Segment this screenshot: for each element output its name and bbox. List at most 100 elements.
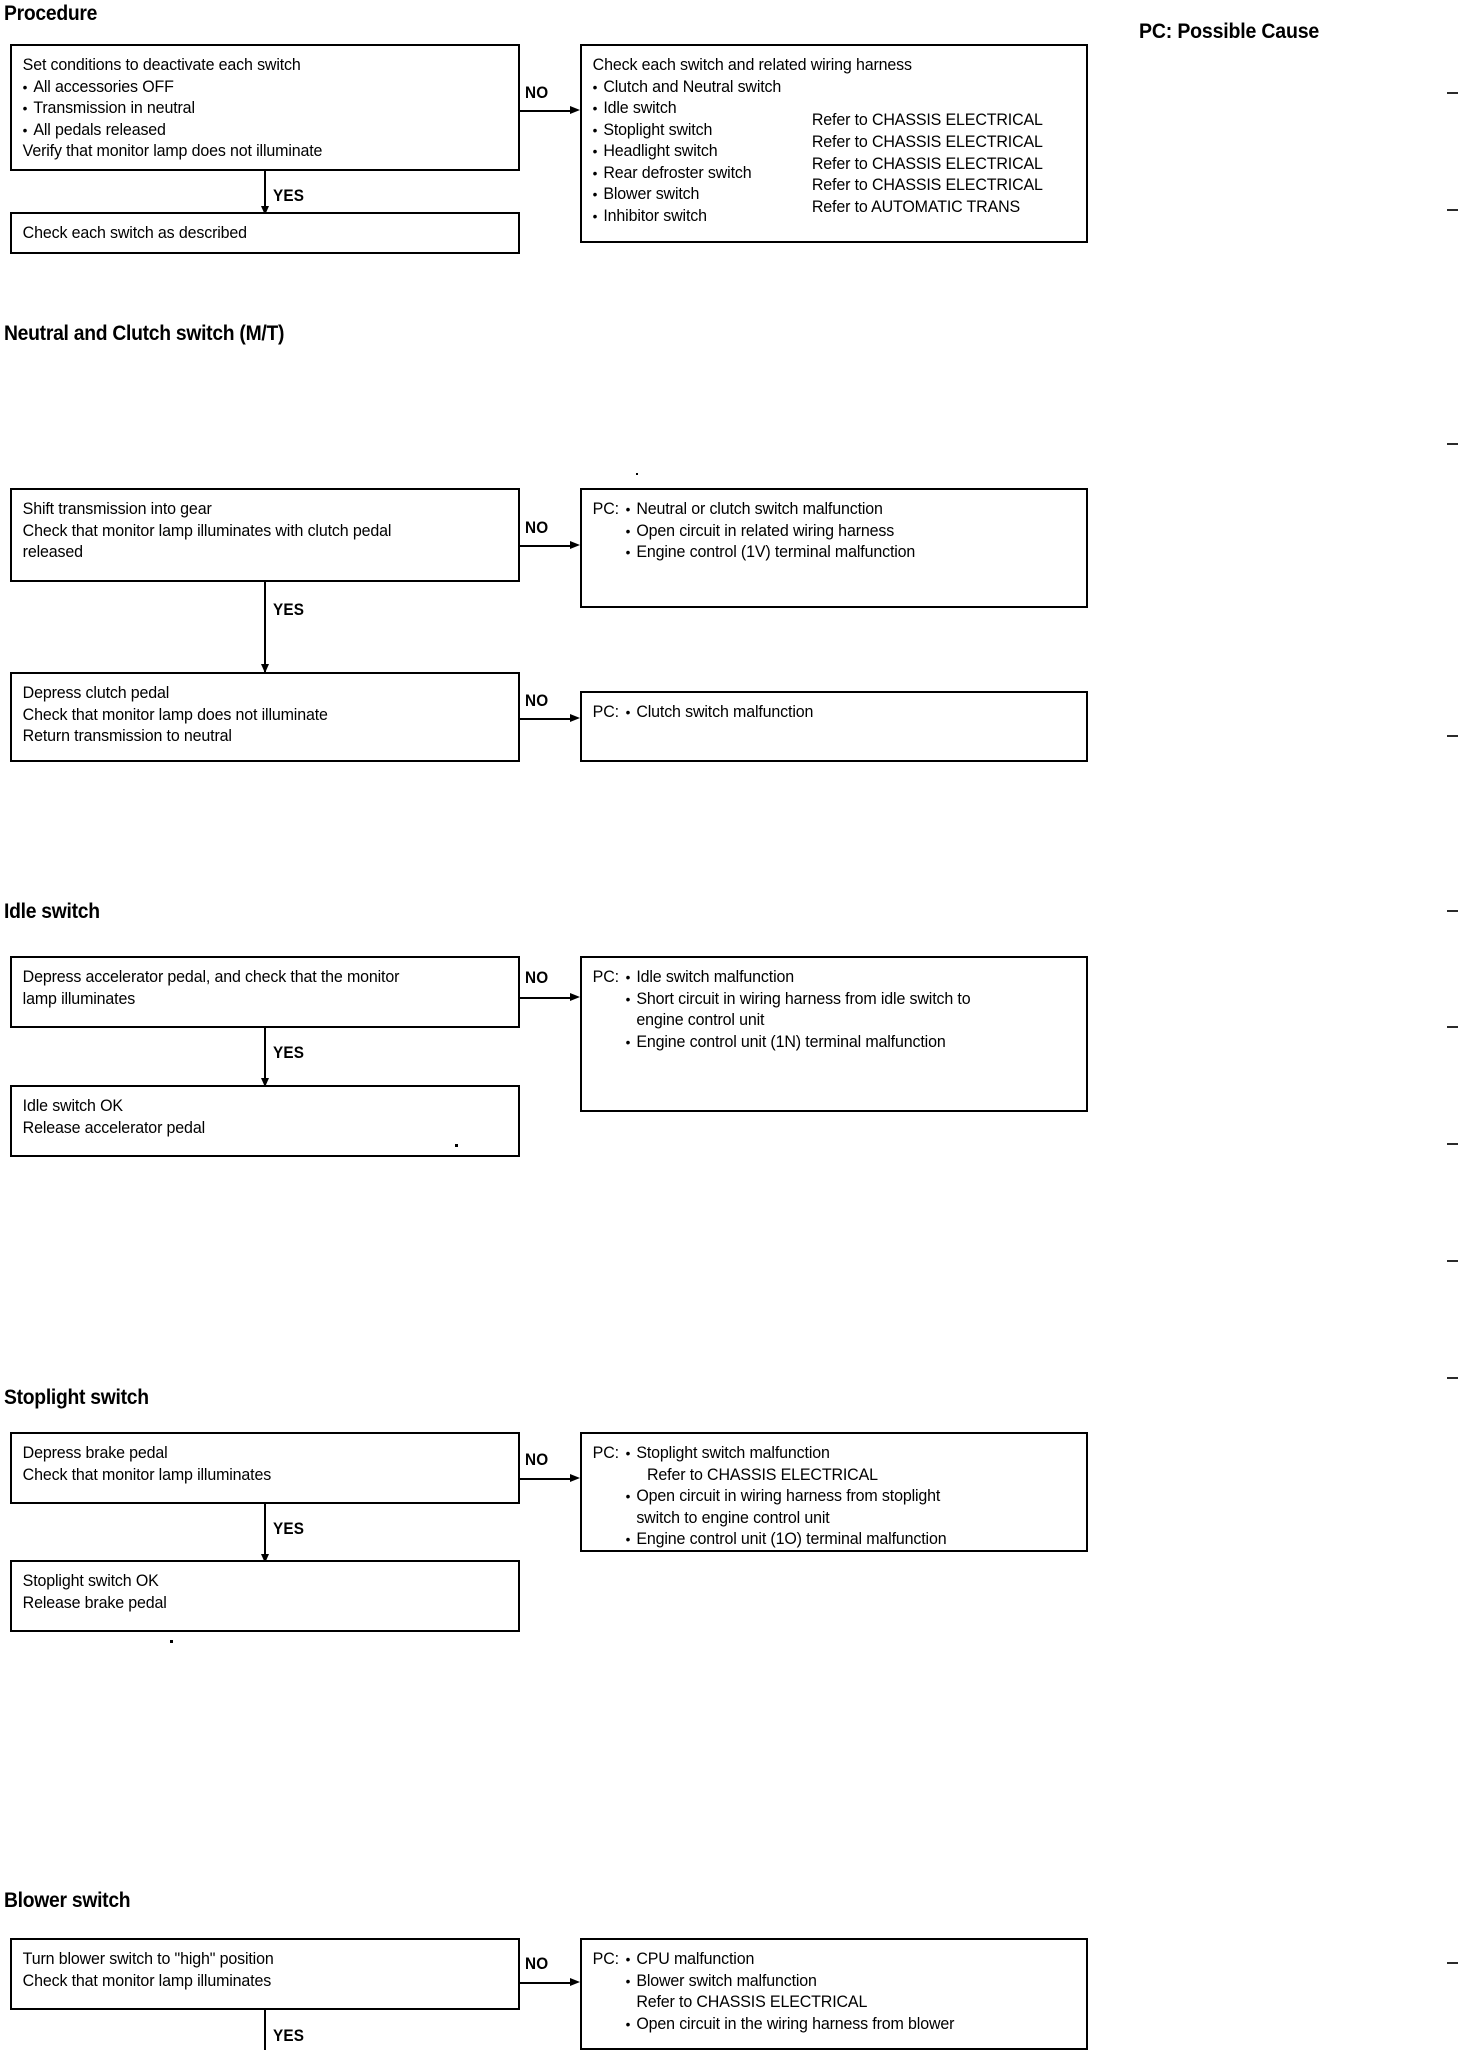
cause-title: Check each switch and related wiring har… bbox=[592, 56, 912, 74]
pc-continuation: engine control unit bbox=[636, 1011, 765, 1029]
no-arrow-head bbox=[570, 993, 580, 1001]
pc-possible-cause-legend: PC: Possible Cause bbox=[1139, 20, 1320, 43]
margin-tick bbox=[1447, 443, 1458, 445]
cause-item: Blower switch bbox=[593, 184, 1061, 206]
pc-row: •Blower switch malfunction bbox=[625, 1971, 817, 1990]
yes-connector-line bbox=[264, 171, 266, 215]
section-heading-idle-switch: Idle switch bbox=[4, 900, 100, 923]
cause-item: Headlight switch bbox=[593, 141, 1061, 163]
margin-tick bbox=[1447, 735, 1458, 737]
pc-row: PC:•CPU malfunction bbox=[592, 1950, 755, 1968]
result-line: Return transmission to neutral bbox=[22, 727, 232, 745]
check-line: Check that monitor lamp illuminates bbox=[22, 1465, 272, 1484]
no-connector-line bbox=[520, 1982, 574, 1984]
no-connector-line bbox=[520, 718, 574, 720]
yes-connector-line bbox=[264, 582, 266, 673]
no-connector-line bbox=[520, 1478, 574, 1480]
scan-speck bbox=[170, 1640, 173, 1643]
margin-tick bbox=[1447, 1143, 1458, 1145]
yes-arrow-head bbox=[261, 206, 269, 215]
check-line: Turn blower switch to "high" position bbox=[22, 1950, 274, 1968]
check-line: released bbox=[22, 543, 83, 561]
section-heading-procedure: Procedure bbox=[4, 2, 98, 25]
neutral-clutch-check-box: Shift transmission into gear Check that … bbox=[10, 488, 520, 582]
idle-switch-cause-box: PC:•Idle switch malfunction •Short circu… bbox=[580, 956, 1088, 1112]
cause-item: Idle switch bbox=[593, 98, 1061, 120]
margin-tick bbox=[1447, 1026, 1458, 1028]
cause-ref: Refer to CHASSIS ELECTRICAL bbox=[811, 155, 1043, 173]
pc-row: •Short circuit in wiring harness from id… bbox=[625, 989, 971, 1008]
margin-tick bbox=[1447, 1962, 1458, 1964]
blower-switch-check-box: Turn blower switch to "high" position Ch… bbox=[10, 1938, 520, 2010]
check-line: Shift transmission into gear bbox=[22, 500, 212, 518]
idle-switch-result-box: Idle switch OK Release accelerator pedal bbox=[10, 1085, 520, 1157]
yes-label: YES bbox=[273, 1519, 305, 1538]
check-bullet: All pedals released bbox=[23, 120, 492, 142]
procedure-cause-box: Check each switch and related wiring har… bbox=[580, 44, 1088, 243]
stoplight-switch-check-box: Depress brake pedal Check that monitor l… bbox=[10, 1432, 520, 1504]
check-line: Check that monitor lamp illuminates with… bbox=[22, 521, 392, 540]
check-bullet: Transmission in neutral bbox=[23, 98, 492, 120]
yes-connector-line bbox=[264, 1028, 266, 1087]
cause-ref: Refer to CHASSIS ELECTRICAL bbox=[811, 176, 1043, 194]
yes-connector-line bbox=[264, 1504, 266, 1563]
no-connector-line bbox=[520, 110, 574, 112]
result-line: Check each switch as described bbox=[22, 224, 247, 242]
pc-row: PC:•Clutch switch malfunction bbox=[592, 703, 814, 721]
scan-speck bbox=[636, 473, 638, 475]
pc-row: PC:•Stoplight switch malfunction bbox=[592, 1444, 830, 1462]
no-arrow-head bbox=[570, 1474, 580, 1482]
yes-connector-line bbox=[264, 2010, 266, 2050]
pc-row: •Engine control (1V) terminal malfunctio… bbox=[625, 543, 916, 561]
margin-tick bbox=[1447, 209, 1458, 211]
result-line: Idle switch OK bbox=[22, 1097, 123, 1115]
yes-arrow-head bbox=[261, 664, 269, 673]
no-label: NO bbox=[525, 968, 549, 987]
neutral-clutch-result-cause-box: PC:•Clutch switch malfunction bbox=[580, 691, 1088, 762]
pc-row: •Open circuit in the wiring harness from… bbox=[625, 2014, 955, 2033]
check-bullet: All accessories OFF bbox=[23, 77, 492, 99]
cause-ref: Refer to AUTOMATIC TRANS bbox=[811, 198, 1021, 216]
pc-row: •Engine control unit (1O) terminal malfu… bbox=[625, 1530, 947, 1548]
result-line: Release accelerator pedal bbox=[22, 1118, 205, 1137]
neutral-clutch-result-box: Depress clutch pedal Check that monitor … bbox=[10, 672, 520, 762]
margin-tick bbox=[1447, 92, 1458, 94]
check-line: Depress brake pedal bbox=[22, 1444, 168, 1462]
no-label: NO bbox=[525, 691, 549, 710]
no-arrow-head bbox=[570, 1978, 580, 1986]
result-line: Check that monitor lamp does not illumin… bbox=[22, 705, 328, 724]
cause-ref: Refer to CHASSIS ELECTRICAL bbox=[811, 133, 1043, 151]
result-line: Stoplight switch OK bbox=[22, 1572, 159, 1590]
yes-label: YES bbox=[273, 1043, 305, 1062]
no-arrow-head bbox=[570, 106, 580, 114]
no-label: NO bbox=[525, 1954, 549, 1973]
margin-tick bbox=[1447, 1377, 1458, 1379]
check-line: lamp illuminates bbox=[22, 989, 136, 1008]
margin-tick bbox=[1447, 1260, 1458, 1262]
no-label: NO bbox=[525, 1450, 549, 1469]
margin-tick bbox=[1447, 910, 1458, 912]
procedure-result-box: Check each switch as described bbox=[10, 212, 520, 254]
pc-row: •Open circuit in related wiring harness bbox=[625, 521, 895, 540]
yes-arrow-head bbox=[261, 1078, 269, 1087]
cause-ref: Refer to CHASSIS ELECTRICAL bbox=[811, 111, 1043, 129]
pc-continuation: switch to engine control unit bbox=[636, 1508, 830, 1527]
pc-row: PC:•Neutral or clutch switch malfunction bbox=[592, 500, 883, 518]
section-heading-neutral-clutch: Neutral and Clutch switch (M/T) bbox=[4, 322, 285, 345]
yes-label: YES bbox=[273, 186, 305, 205]
pc-row: PC:•Idle switch malfunction bbox=[592, 968, 794, 986]
check-line: Set conditions to deactivate each switch bbox=[22, 56, 301, 74]
cause-item: Inhibitor switch bbox=[593, 206, 1061, 228]
no-label: NO bbox=[525, 518, 549, 537]
check-line: Check that monitor lamp illuminates bbox=[22, 1971, 272, 1990]
pc-row: •Engine control unit (1N) terminal malfu… bbox=[625, 1032, 946, 1051]
check-line: Depress accelerator pedal, and check tha… bbox=[22, 968, 400, 986]
idle-switch-check-box: Depress accelerator pedal, and check tha… bbox=[10, 956, 520, 1028]
no-connector-line bbox=[520, 997, 574, 999]
blower-switch-cause-box: PC:•CPU malfunction •Blower switch malfu… bbox=[580, 1938, 1088, 2050]
section-heading-blower-switch: Blower switch bbox=[4, 1889, 131, 1912]
neutral-clutch-cause-box: PC:•Neutral or clutch switch malfunction… bbox=[580, 488, 1088, 608]
cause-item: Stoplight switch bbox=[593, 120, 1061, 142]
no-arrow-head bbox=[570, 541, 580, 549]
